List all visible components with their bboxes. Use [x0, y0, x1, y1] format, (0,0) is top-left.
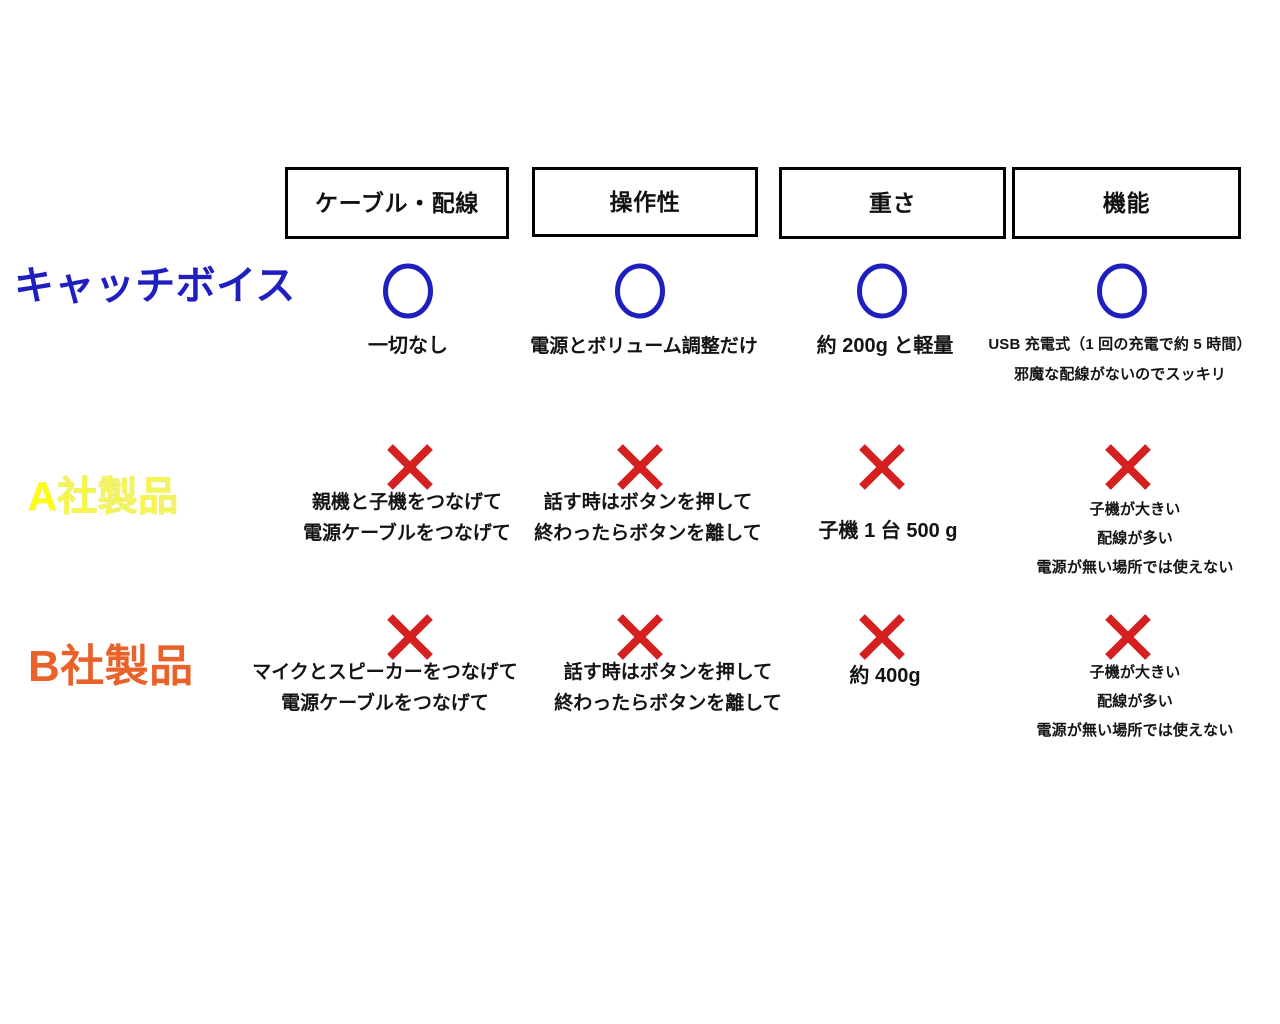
column-header-weight: 重さ: [779, 167, 1006, 239]
cell-catchvoice-cable: 一切なし: [368, 335, 448, 357]
cell-catchvoice-operation: 電源とボリューム調整だけ: [530, 336, 758, 357]
column-header-label: ケーブル・配線: [314, 189, 480, 216]
row-label-company-a: A社製品: [28, 475, 179, 519]
cell-catchvoice-function: USB 充電式（1 回の充電で約 5 時間） 邪魔な配線がないのでスッキリ: [988, 336, 1252, 383]
column-header-cable: ケーブル・配線: [285, 167, 509, 239]
cell-company-a-operation: 話す時はボタンを押して 終わったらボタンを離して: [534, 492, 762, 545]
cross-mark: [850, 435, 914, 499]
cross-mark: [378, 435, 442, 499]
cell-company-a-weight: 子機 1 台 500 g: [818, 520, 958, 542]
cross-mark: [1096, 605, 1160, 669]
circle-mark: [1090, 259, 1154, 323]
circle-mark: [850, 259, 914, 323]
column-header-label: 機能: [1102, 189, 1151, 216]
circle-mark: [608, 259, 672, 323]
cell-company-b-operation: 話す時はボタンを押して 終わったらボタンを離して: [554, 662, 782, 715]
cell-company-b-function: 子機が大きい 配線が多い 電源が無い場所では使えない: [1036, 664, 1234, 739]
column-header-function: 機能: [1012, 167, 1241, 239]
cross-mark: [608, 605, 672, 669]
column-header-operation: 操作性: [532, 167, 758, 237]
cell-catchvoice-weight: 約 200g と軽量: [816, 335, 954, 357]
cell-company-b-weight: 約 400g: [849, 665, 921, 687]
row-label-catchvoice: キャッチボイス: [14, 264, 296, 308]
cell-company-b-cable: マイクとスピーカーをつなげて 電源ケーブルをつなげて: [252, 662, 518, 715]
cross-mark: [850, 605, 914, 669]
row-label-company-b: B社製品: [28, 642, 194, 691]
cross-mark: [608, 435, 672, 499]
cell-company-a-function: 子機が大きい 配線が多い 電源が無い場所では使えない: [1036, 501, 1234, 576]
column-header-label: 重さ: [868, 189, 917, 216]
cross-mark: [1096, 435, 1160, 499]
column-header-label: 操作性: [609, 188, 681, 215]
circle-mark: [376, 259, 440, 323]
cell-company-a-cable: 親機と子機をつなげて 電源ケーブルをつなげて: [303, 492, 511, 545]
cross-mark: [378, 605, 442, 669]
